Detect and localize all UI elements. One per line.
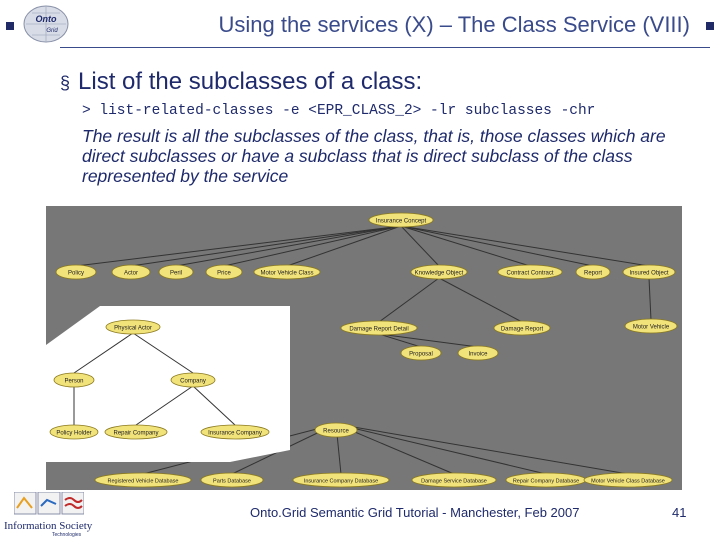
- logo-word-onto: Onto: [36, 14, 57, 24]
- ontogrid-logo: Onto Grid: [22, 4, 70, 44]
- footer-text: Onto.Grid Semantic Grid Tutorial - Manch…: [250, 505, 580, 520]
- ist-logo-text: Information Society: [4, 520, 93, 532]
- diagram-svg: [75, 225, 652, 475]
- command-line: > list-related-classes -e <EPR_CLASS_2> …: [82, 103, 596, 119]
- bullet-heading-text: List of the subclasses of a class:: [78, 68, 423, 95]
- description-text: The result is all the subclasses of the …: [82, 126, 666, 186]
- class-hierarchy-diagram: [46, 206, 682, 490]
- page-title: Using the services (X) – The Class Servi…: [218, 12, 690, 37]
- page-number: 41: [672, 505, 687, 520]
- title-square-right: [706, 22, 714, 30]
- diagram-edges: [75, 225, 652, 475]
- title-divider: [60, 47, 710, 48]
- ist-logo: [13, 491, 85, 518]
- bullet-mark: §: [60, 73, 71, 93]
- ist-logo-subtext: Technologies: [52, 532, 82, 538]
- logo-word-grid: Grid: [46, 28, 58, 34]
- title-square-left: [6, 22, 14, 30]
- bullet-heading: § List of the subclasses of a class:: [60, 68, 422, 96]
